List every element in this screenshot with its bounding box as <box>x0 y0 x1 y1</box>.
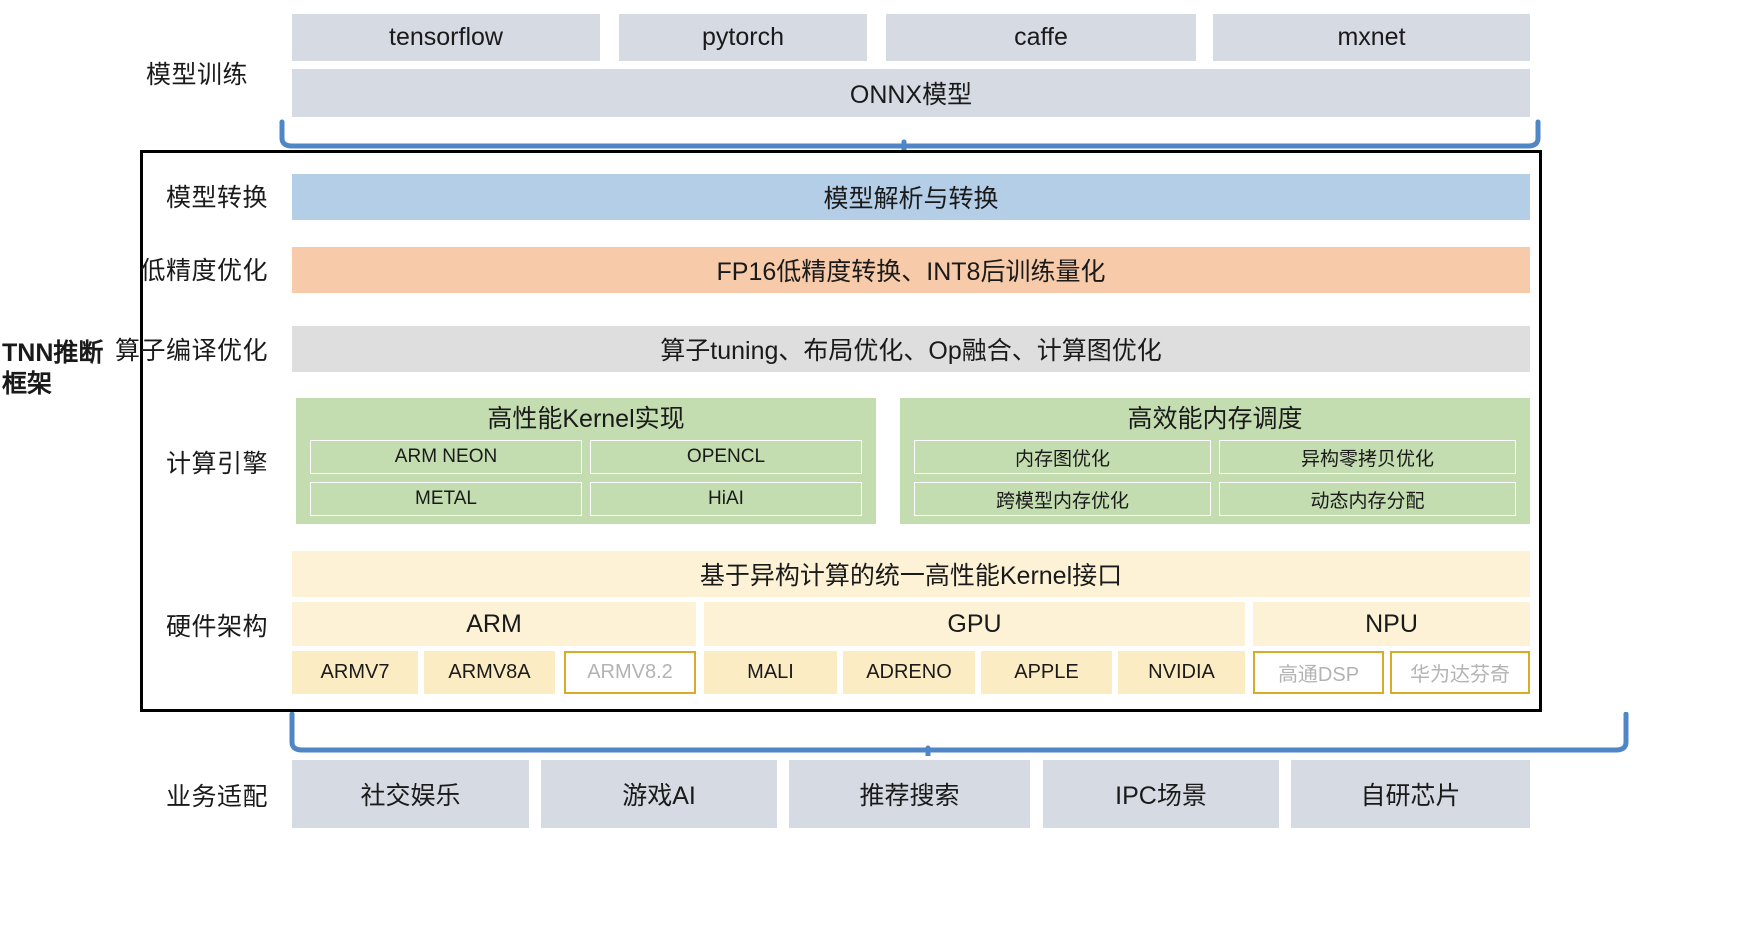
operator-compile-label: 算子tuning、布局优化、Op融合、计算图优化 <box>660 337 1162 365</box>
hardware-category-label: GPU <box>947 609 1002 638</box>
framework-box-caffe: caffe <box>886 14 1196 61</box>
engine-group-title: 高性能Kernel实现 <box>487 405 685 433</box>
bracket-training-to-framework <box>276 118 1544 152</box>
business-box-ipc: IPC场景 <box>1043 760 1279 828</box>
framework-box-tensorflow: tensorflow <box>292 14 600 61</box>
row-label-model-training: 模型训练 <box>145 61 248 89</box>
model-conversion-label: 模型解析与转换 <box>823 185 999 213</box>
engine-item: HiAI <box>590 482 862 516</box>
framework-box-pytorch: pytorch <box>619 14 867 61</box>
row-label-model-conversion: 模型转换 <box>165 184 268 212</box>
engine-group-title: 高效能内存调度 <box>1127 405 1303 433</box>
framework-label: pytorch <box>702 23 784 51</box>
chip-huawei-davinci: 华为达芬奇 <box>1390 651 1530 694</box>
row-label-low-precision: 低精度优化 <box>140 257 268 285</box>
chip-nvidia: NVIDIA <box>1118 651 1245 694</box>
hardware-category-arm: ARM <box>292 602 696 646</box>
business-label: IPC场景 <box>1115 782 1207 810</box>
business-label: 自研芯片 <box>1360 782 1461 810</box>
engine-group-memory: 高效能内存调度 内存图优化 异构零拷贝优化 跨模型内存优化 动态内存分配 <box>900 398 1530 524</box>
hardware-category-gpu: GPU <box>704 602 1245 646</box>
business-label: 社交娱乐 <box>360 782 461 810</box>
engine-item: OPENCL <box>590 440 862 474</box>
framework-label: mxnet <box>1337 23 1406 51</box>
framework-label: tensorflow <box>389 23 503 51</box>
hardware-category-npu: NPU <box>1253 602 1530 646</box>
low-precision-label: FP16低精度转换、INT8后训练量化 <box>716 258 1106 286</box>
business-box-social: 社交娱乐 <box>292 760 529 828</box>
chip-qualcomm-dsp: 高通DSP <box>1253 651 1384 694</box>
chip-adreno: ADRENO <box>843 651 975 694</box>
row-label-business: 业务适配 <box>165 783 268 811</box>
operator-compile-bar: 算子tuning、布局优化、Op融合、计算图优化 <box>292 326 1530 372</box>
engine-item: 跨模型内存优化 <box>914 482 1211 516</box>
hardware-category-label: ARM <box>466 609 522 638</box>
unified-kernel-interface-bar: 基于异构计算的统一高性能Kernel接口 <box>292 551 1530 597</box>
chip-armv7: ARMV7 <box>292 651 418 694</box>
tnn-framework-title: TNN推断框架 <box>2 339 104 399</box>
engine-item: 动态内存分配 <box>1219 482 1516 516</box>
bracket-framework-to-business <box>276 712 1644 756</box>
chip-apple: APPLE <box>981 651 1112 694</box>
hardware-category-label: NPU <box>1365 609 1418 638</box>
engine-item: 异构零拷贝优化 <box>1219 440 1516 474</box>
low-precision-bar: FP16低精度转换、INT8后训练量化 <box>292 247 1530 293</box>
framework-box-mxnet: mxnet <box>1213 14 1530 61</box>
engine-group-kernel: 高性能Kernel实现 ARM NEON OPENCL METAL HiAI <box>296 398 876 524</box>
unified-kernel-interface-label: 基于异构计算的统一高性能Kernel接口 <box>699 562 1123 590</box>
row-label-hardware: 硬件架构 <box>165 613 268 641</box>
business-label: 推荐搜索 <box>859 782 960 810</box>
model-conversion-bar: 模型解析与转换 <box>292 174 1530 220</box>
framework-label: caffe <box>1014 23 1068 51</box>
business-box-recommend-search: 推荐搜索 <box>789 760 1030 828</box>
row-label-compute-engine: 计算引擎 <box>165 450 268 478</box>
business-box-self-chip: 自研芯片 <box>1291 760 1530 828</box>
engine-item: ARM NEON <box>310 440 582 474</box>
onnx-model-label: ONNX模型 <box>849 81 973 109</box>
row-label-operator-compile: 算子编译优化 <box>114 337 268 365</box>
engine-item: 内存图优化 <box>914 440 1211 474</box>
business-box-game-ai: 游戏AI <box>541 760 777 828</box>
onnx-model-bar: ONNX模型 <box>292 69 1530 117</box>
engine-item: METAL <box>310 482 582 516</box>
chip-armv8a: ARMV8A <box>424 651 555 694</box>
tnn-framework-container <box>140 150 1542 712</box>
chip-mali: MALI <box>704 651 837 694</box>
chip-armv8-2: ARMV8.2 <box>564 651 696 694</box>
business-label: 游戏AI <box>622 782 696 810</box>
